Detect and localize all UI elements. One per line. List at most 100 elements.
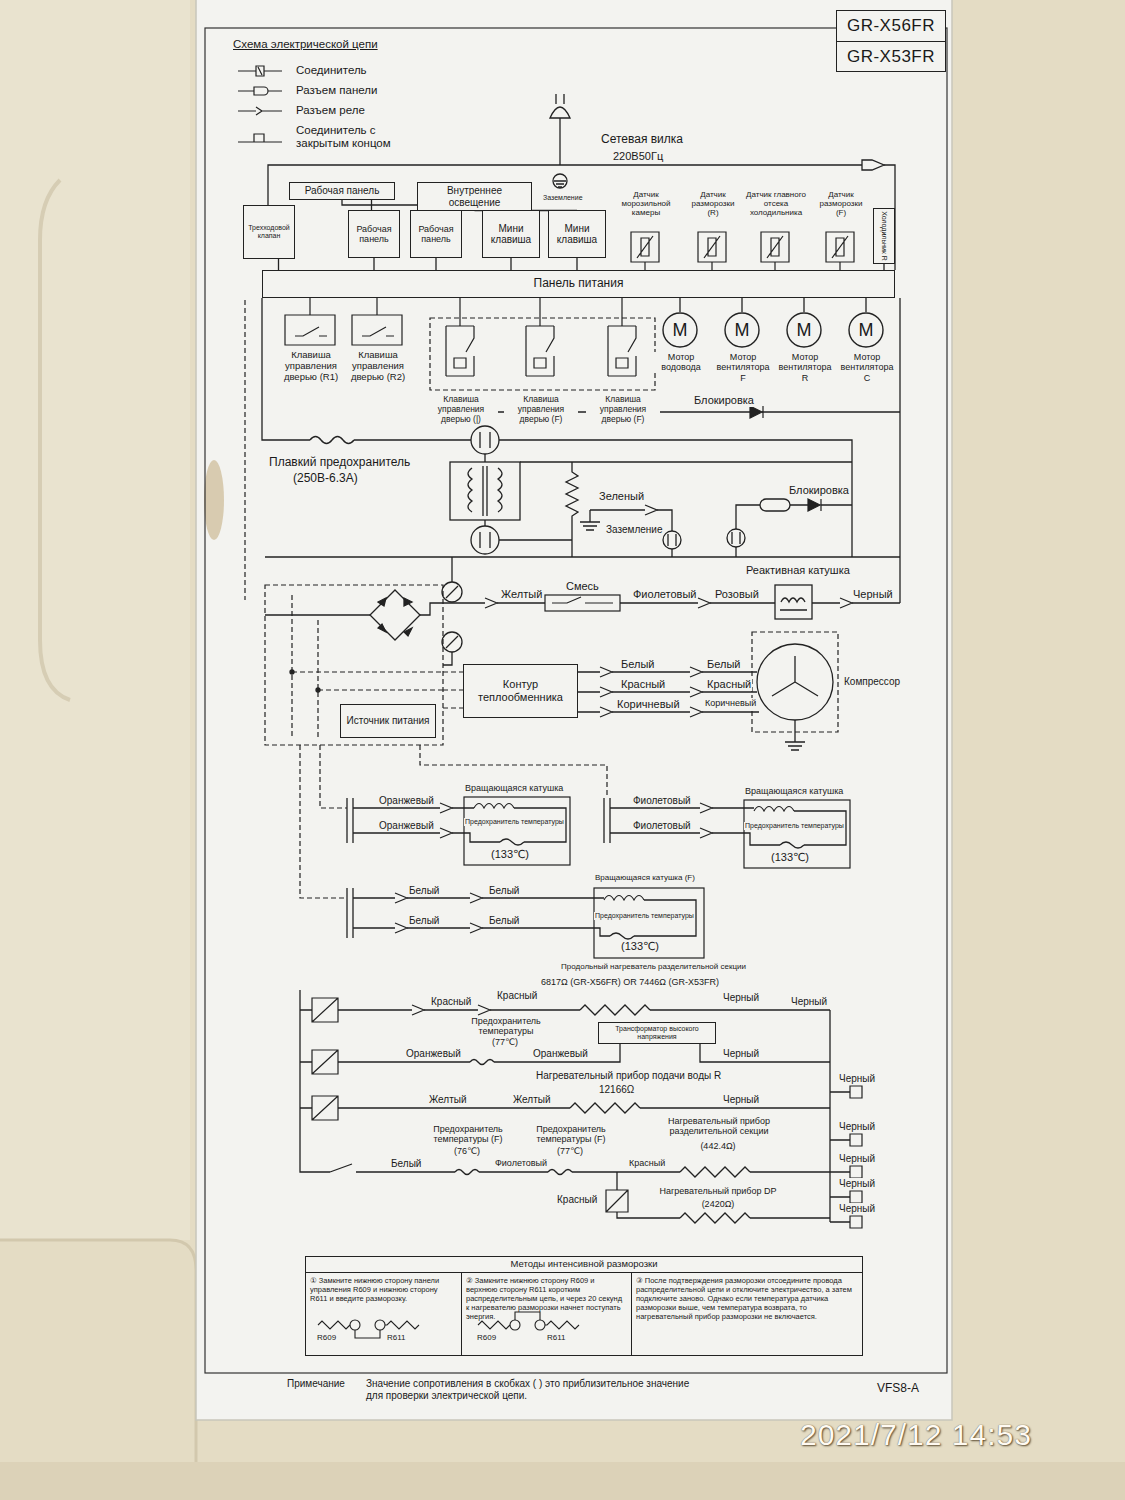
schematic-label: Белый: [408, 885, 440, 897]
ground-symbol: [727, 529, 745, 547]
legend-symbol: [236, 104, 284, 118]
legend-row: Соединитель с закрытым концом: [236, 124, 416, 150]
relay-contact-symbol: [312, 1050, 338, 1074]
connector-wire: [373, 258, 374, 270]
schematic-label: Предохранитель температуры: [458, 1016, 555, 1037]
defrost-jumper-symbol: [350, 1320, 360, 1330]
schematic-label: R609: [316, 1333, 337, 1342]
schematic-label: Заземление: [605, 524, 663, 536]
schematic-label: R611: [546, 1333, 567, 1342]
rotating-coil: [754, 807, 794, 812]
component-name: Рабочая панель: [292, 185, 392, 197]
schematic-label: 12166Ω: [598, 1084, 635, 1096]
schematic-label: Белый: [390, 1158, 422, 1170]
fridge-surface: [0, 1462, 1125, 1500]
schematic-label: Коричневый: [704, 698, 757, 708]
switch-symbol: [526, 298, 554, 376]
component-name: Трансформатор высокого напряжения: [601, 1025, 713, 1041]
photo-timestamp: 2021/7/12 14:53: [800, 1418, 1032, 1453]
defrost-jumper-symbol: [545, 1321, 579, 1329]
schematic-label: Фиолетовый: [632, 820, 692, 832]
component-name: Рабочая панель: [413, 224, 459, 245]
schematic-label: Реактивная катушка: [745, 564, 851, 577]
schematic-label: Красный: [430, 996, 472, 1008]
rectifier-symbol: [290, 582, 462, 692]
schematic-label: Фиолетовый: [494, 1158, 548, 1168]
schematic-label: (442.4Ω): [699, 1141, 736, 1151]
schematic-label: Красный: [620, 678, 666, 691]
component-name: Мини клавиша: [551, 223, 603, 246]
wire: [570, 1103, 640, 1113]
compressor-motor: [785, 720, 805, 750]
rotating-coil: [500, 839, 524, 845]
fridge-surface: [0, 1240, 196, 1500]
rotating-coil: [604, 896, 644, 901]
schematic-label: (133℃): [620, 940, 660, 953]
reactor-coil: [780, 598, 807, 610]
schematic-label: (77℃): [556, 1146, 584, 1156]
sensor-symbol: [698, 232, 726, 270]
motor-circle: [787, 313, 821, 347]
notes-heading: Методы интенсивной разморозки: [306, 1257, 862, 1273]
component-name: Холодильник R: [880, 211, 888, 261]
schematic-label: Блокировка: [788, 484, 850, 497]
component-box: Внутреннее освещение: [417, 182, 532, 211]
wire: [578, 671, 757, 672]
relay-contact-symbol: [606, 1190, 628, 1212]
schematic-label: 6817Ω (GR-X56FR) OR 7446Ω (GR-X53FR): [540, 977, 720, 987]
component-box: Мини клавиша: [548, 210, 606, 258]
connector-symbol: [395, 598, 862, 1228]
legend-symbol: [236, 64, 284, 78]
motor-symbol: M: [662, 312, 698, 348]
fuse-symbol: [310, 437, 790, 512]
dashed-wire: [244, 300, 245, 600]
schematic-label: Белый: [488, 885, 520, 897]
schematic-label: Вращающаяся катушка (F): [594, 873, 696, 882]
dashed-wire: [300, 745, 607, 898]
wire: [268, 165, 895, 270]
schematic-label: Фиолетовый: [632, 588, 697, 601]
dashed-wire: [292, 672, 463, 708]
switch-symbol: [608, 298, 636, 376]
schematic-label: (133℃): [770, 851, 810, 864]
motor-symbol: M: [848, 312, 884, 348]
schematic-label: Белый: [408, 915, 440, 927]
connector-wire: [741, 298, 742, 312]
schematic-label: Предохранитель температуры (F): [420, 1124, 517, 1145]
schematic-label: Оранжевый: [378, 795, 435, 807]
defrost-jumper-symbol: [385, 1321, 419, 1329]
legend-row: Соединитель: [236, 64, 416, 78]
schematic-label: R609: [476, 1333, 497, 1342]
schematic-label: Красный: [628, 1158, 666, 1168]
component-box: Мини клавиша: [482, 210, 540, 258]
notes-item: ③ После подтверждения разморозки отсоеди…: [631, 1273, 862, 1355]
notes-item: ① Замкните нижнюю сторону панели управле…: [306, 1273, 461, 1355]
wire: [680, 1167, 750, 1177]
wire: [262, 298, 852, 557]
wire: [590, 510, 672, 557]
wire: [347, 888, 604, 938]
rectifier-symbol: [446, 586, 458, 648]
relay-contact-symbol: [552, 597, 613, 603]
schematic-label: Клавиша управления дверью (R1): [277, 350, 345, 383]
mains-plug: [550, 94, 570, 188]
sensor-symbol: [631, 232, 659, 270]
wire: [300, 1010, 312, 1108]
ground-symbol: [645, 505, 657, 515]
component-box: Контур теплообменника: [463, 664, 578, 718]
legend-text: Соединитель: [296, 64, 416, 77]
schematic-label: Красный: [706, 678, 752, 691]
schematic-label: Предохранитель температуры: [464, 818, 565, 826]
legend-symbol: [236, 130, 284, 144]
schematic-label: Плавкий предохранитель: [268, 456, 411, 470]
component-name: Рабочая панель: [351, 224, 397, 245]
schematic-label: Клавиша управления дверью (R2): [344, 350, 412, 383]
component-box: Рабочая панель: [410, 210, 462, 258]
sensor-symbol: [761, 232, 789, 270]
wire: [830, 1010, 850, 1222]
wire: [470, 1060, 494, 1065]
schematic-label: Красный: [556, 1194, 598, 1206]
schematic-label: Мотор вентилятора C: [836, 352, 898, 383]
transformer-symbol: [468, 468, 472, 512]
label-sticker: [205, 28, 947, 1373]
